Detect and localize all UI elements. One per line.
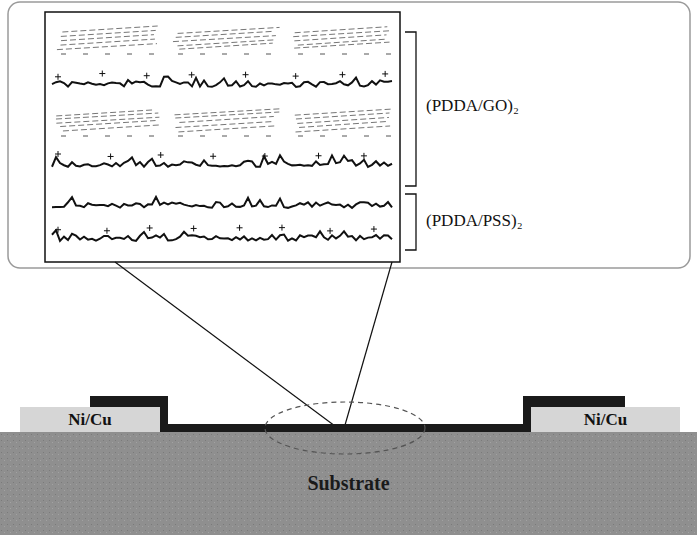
charge-mark (262, 153, 268, 159)
bracket (405, 32, 416, 186)
electrode-pad: Ni/Cu (531, 407, 680, 432)
charge-mark (149, 136, 154, 137)
charge-mark (127, 136, 132, 137)
charge-mark (371, 226, 377, 232)
substrate-ground (0, 432, 697, 535)
charge-mark (127, 54, 132, 55)
layer-label: (PDDA/PSS)₂ (426, 211, 523, 231)
charge-mark (320, 54, 325, 55)
charge-mark (55, 74, 61, 80)
charge-mark (298, 54, 303, 55)
charge-mark (144, 73, 150, 79)
charge-mark (222, 136, 227, 137)
charge-mark (386, 136, 391, 137)
charge-mark (147, 225, 153, 231)
focus-ellipse (265, 402, 425, 454)
go-sheet (299, 121, 387, 127)
polymer-chain (52, 197, 392, 208)
charge-mark (61, 54, 66, 55)
charge-mark (222, 54, 227, 55)
go-sheet (57, 44, 157, 50)
charge-mark (266, 54, 271, 55)
go-sheet (294, 42, 389, 48)
charge-mark (339, 72, 345, 78)
charge-mark (55, 227, 61, 233)
charge-mark (105, 54, 110, 55)
go-sheet (179, 43, 272, 49)
charge-mark (364, 136, 369, 137)
polymer-chain (52, 155, 392, 167)
go-sheet (295, 27, 388, 33)
polymer-chain (52, 76, 392, 86)
layer-label: (PDDA/GO)₂ (426, 96, 519, 116)
charge-mark (386, 54, 391, 55)
charge-mark (243, 72, 249, 78)
charge-mark (298, 136, 303, 137)
charge-mark (149, 54, 154, 55)
zoom-line (343, 262, 392, 432)
charge-mark (83, 136, 88, 137)
charge-mark (320, 136, 325, 137)
charge-mark (178, 54, 183, 55)
layer-inset (45, 12, 400, 262)
charge-mark (108, 153, 114, 159)
go-sheet (61, 30, 156, 36)
charge-mark (191, 225, 197, 231)
charge-mark (83, 54, 88, 55)
charge-mark (244, 136, 249, 137)
charge-mark (158, 152, 164, 158)
go-sheet (175, 122, 273, 128)
node-label: Ni/Cu (68, 410, 111, 430)
charge-mark (293, 73, 299, 79)
electrode-pad: Ni/Cu (20, 407, 160, 432)
go-sheet (179, 116, 273, 122)
charge-mark (55, 151, 61, 157)
charge-mark (327, 228, 333, 234)
go-sheet (63, 125, 159, 131)
charge-mark (189, 72, 195, 78)
charge-mark (104, 228, 110, 234)
go-sheet (56, 110, 152, 116)
go-sheet (178, 40, 275, 46)
charge-mark (200, 54, 205, 55)
go-sheet (178, 27, 280, 33)
charge-mark (316, 153, 322, 159)
charge-mark (210, 153, 216, 159)
go-sheet (60, 121, 155, 127)
charge-mark (99, 71, 105, 77)
charge-mark (237, 225, 243, 231)
charge-mark (105, 136, 110, 137)
go-sheet (296, 113, 390, 119)
charge-mark (178, 136, 183, 137)
charge-mark (342, 54, 347, 55)
polymer-chain (52, 230, 392, 241)
go-sheet (56, 117, 159, 123)
layer-strokes (52, 26, 392, 241)
substrate-block: Substrate (0, 432, 697, 535)
charge-mark (244, 54, 249, 55)
charge-mark (361, 153, 367, 159)
go-sheet (295, 109, 391, 115)
inset-panel (8, 2, 690, 268)
charge-mark (266, 136, 271, 137)
go-sheet (178, 126, 274, 132)
go-sheet (296, 126, 391, 132)
charge-mark (382, 71, 388, 77)
charge-mark (61, 136, 66, 137)
node-label: Ni/Cu (584, 410, 627, 430)
go-sheet (61, 35, 154, 41)
bracket (405, 194, 416, 250)
go-sheet (175, 109, 280, 115)
charge-mark (279, 225, 285, 231)
charge-mark (342, 136, 347, 137)
go-sheet (298, 39, 387, 45)
charge-mark (200, 136, 205, 137)
charge-mark (364, 54, 369, 55)
node-label: Substrate (307, 472, 389, 495)
